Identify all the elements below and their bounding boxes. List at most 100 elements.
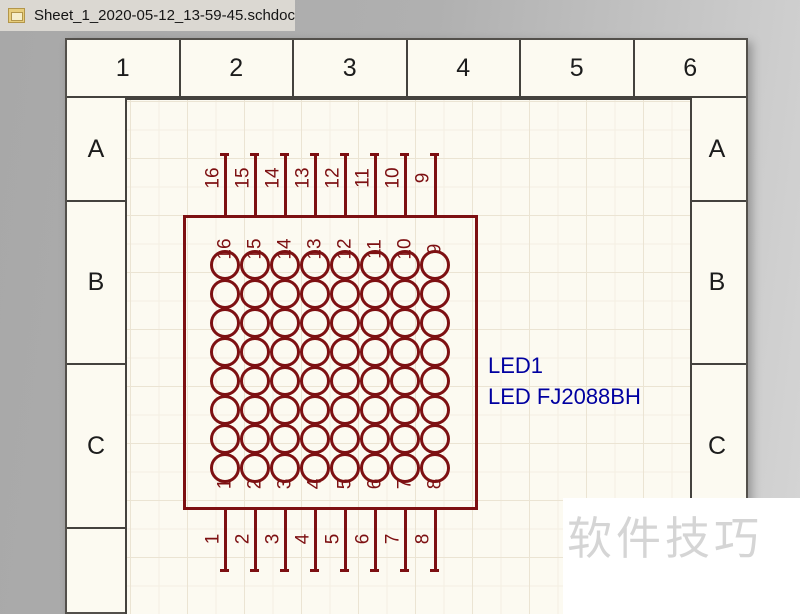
pin-line-6[interactable] [373, 510, 377, 571]
led-dot[interactable] [390, 453, 420, 483]
component-comment[interactable]: LED FJ2088BH [488, 384, 641, 409]
led-dot[interactable] [240, 337, 270, 367]
border-row-C-left: C [67, 365, 125, 529]
led-dot[interactable] [270, 453, 300, 483]
pin-line-11[interactable] [373, 155, 377, 216]
led-dot[interactable] [390, 366, 420, 396]
led-dot[interactable] [420, 250, 450, 280]
led-dot[interactable] [420, 337, 450, 367]
led-dot[interactable] [390, 279, 420, 309]
led-dot[interactable] [420, 308, 450, 338]
led-dot[interactable] [360, 337, 390, 367]
pin-number-label-8: 8 [412, 533, 434, 545]
led-dot[interactable] [420, 366, 450, 396]
pin-endpoint-dot [220, 153, 229, 156]
led-dot[interactable] [210, 337, 240, 367]
led-dot[interactable] [360, 308, 390, 338]
border-col-5: 5 [521, 40, 635, 96]
led-dot[interactable] [270, 395, 300, 425]
led-dot[interactable] [360, 453, 390, 483]
pin-line-10[interactable] [403, 155, 407, 216]
led-dot[interactable] [300, 279, 330, 309]
led-dot[interactable] [300, 424, 330, 454]
led-dot[interactable] [270, 424, 300, 454]
pin-line-15[interactable] [253, 155, 257, 216]
led-dot[interactable] [210, 424, 240, 454]
pin-line-8[interactable] [433, 510, 437, 571]
led-dot[interactable] [360, 395, 390, 425]
led-dot[interactable] [360, 424, 390, 454]
led-dot[interactable] [270, 366, 300, 396]
led-dot[interactable] [330, 453, 360, 483]
led-dot[interactable] [270, 337, 300, 367]
led-dot[interactable] [420, 424, 450, 454]
pin-line-2[interactable] [253, 510, 257, 571]
led-dot[interactable] [420, 279, 450, 309]
led-dot[interactable] [210, 395, 240, 425]
pin-line-7[interactable] [403, 510, 407, 571]
led-dot[interactable] [330, 337, 360, 367]
watermark-text: 软件技巧 [567, 513, 764, 564]
led-dot[interactable] [300, 366, 330, 396]
led-dot[interactable] [300, 395, 330, 425]
pin-line-14[interactable] [283, 155, 287, 216]
led-dot[interactable] [420, 453, 450, 483]
led-dot[interactable] [210, 250, 240, 280]
led-dot[interactable] [270, 308, 300, 338]
pin-line-12[interactable] [343, 155, 347, 216]
pin-line-9[interactable] [433, 155, 437, 216]
pin-endpoint-dot [430, 153, 439, 156]
pin-line-3[interactable] [283, 510, 287, 571]
border-row-B-right: B [688, 202, 746, 365]
pin-number-label-16: 16 [202, 167, 224, 189]
led-dot[interactable] [390, 250, 420, 280]
led-dot[interactable] [420, 395, 450, 425]
pin-endpoint-dot [250, 569, 259, 572]
led-dot[interactable] [300, 337, 330, 367]
pin-endpoint-dot [280, 569, 289, 572]
led-dot[interactable] [210, 453, 240, 483]
component-designator[interactable]: LED1 [488, 353, 544, 378]
led-dot[interactable] [240, 250, 270, 280]
component-body[interactable] [183, 215, 478, 510]
led-dot[interactable] [210, 308, 240, 338]
pin-number-label-11: 11 [352, 168, 374, 188]
pin-endpoint-dot [370, 153, 379, 156]
led-dot[interactable] [240, 366, 270, 396]
led-dot[interactable] [300, 453, 330, 483]
led-dot[interactable] [210, 279, 240, 309]
led-dot[interactable] [390, 395, 420, 425]
led-dot[interactable] [390, 337, 420, 367]
led-dot[interactable] [330, 308, 360, 338]
led-dot[interactable] [390, 308, 420, 338]
led-dot[interactable] [300, 308, 330, 338]
led-dot[interactable] [300, 250, 330, 280]
pin-line-13[interactable] [313, 155, 317, 216]
led-dot[interactable] [360, 279, 390, 309]
led-dot[interactable] [240, 279, 270, 309]
led-dot[interactable] [270, 279, 300, 309]
led-dot[interactable] [240, 424, 270, 454]
pin-line-4[interactable] [313, 510, 317, 571]
led-dot[interactable] [240, 453, 270, 483]
led-dot[interactable] [360, 250, 390, 280]
led-dot[interactable] [210, 366, 240, 396]
led-dot[interactable] [360, 366, 390, 396]
pin-endpoint-dot [280, 153, 289, 156]
led-dot[interactable] [330, 250, 360, 280]
pin-line-1[interactable] [223, 510, 227, 571]
pin-number-label-4: 4 [292, 533, 314, 545]
led-dot[interactable] [270, 250, 300, 280]
border-row-A-right: A [688, 98, 746, 202]
led-dot[interactable] [390, 424, 420, 454]
document-tab[interactable]: Sheet_1_2020-05-12_13-59-45.schdoc [0, 0, 295, 31]
led-dot[interactable] [330, 366, 360, 396]
pin-line-5[interactable] [343, 510, 347, 571]
led-dot[interactable] [240, 308, 270, 338]
led-dot[interactable] [330, 395, 360, 425]
pin-line-16[interactable] [223, 155, 227, 216]
led-dot[interactable] [330, 279, 360, 309]
led-dot[interactable] [240, 395, 270, 425]
led-dot[interactable] [330, 424, 360, 454]
